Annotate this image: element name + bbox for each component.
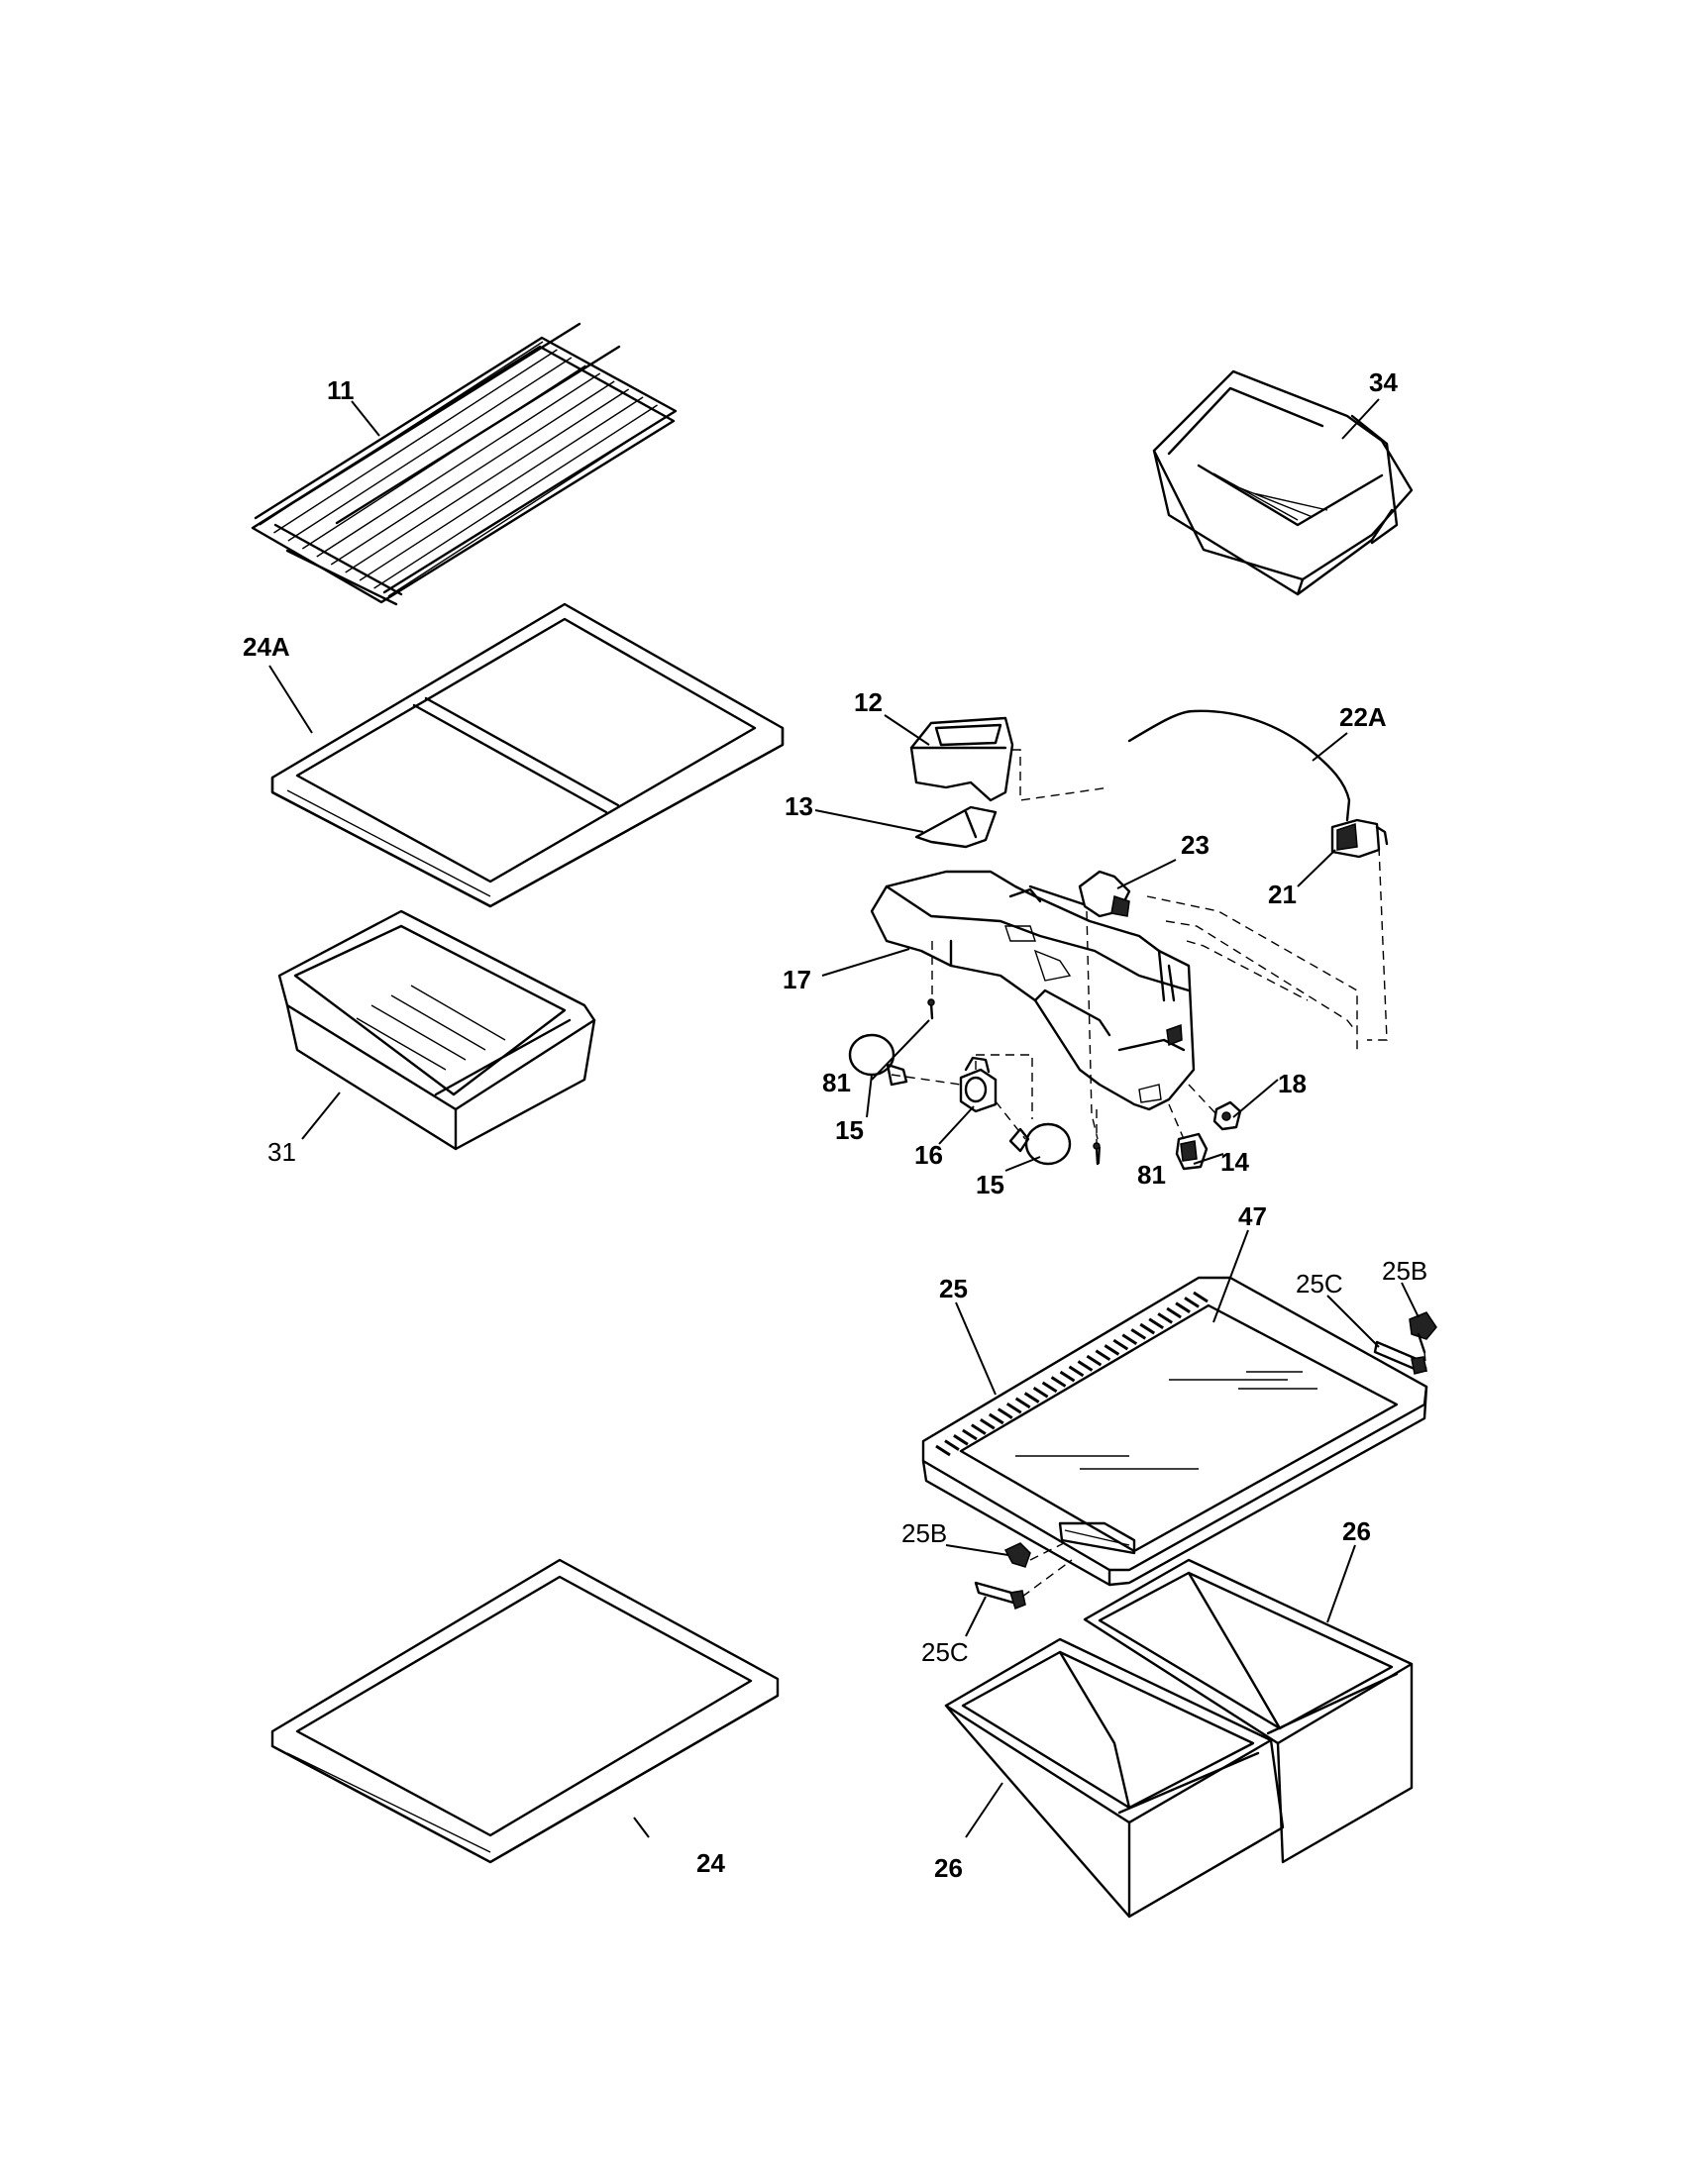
shelf-wire [287,357,573,542]
shelf-wire [316,372,601,558]
part-26-crisper-right [1083,1558,1414,1864]
vent-slot [1041,1381,1058,1394]
vent-slot [944,1439,960,1451]
part-13-damper [914,805,998,849]
label-11: 11 [327,375,355,405]
label-12: 12 [854,687,883,717]
assembly-dashed-lines-lower [1021,1351,1427,1598]
label-25C-top: 25C [1296,1269,1343,1299]
part-31-pan [277,909,596,1151]
part-16-socket [959,1056,998,1113]
vent-slot [1077,1360,1094,1372]
part-24-glass-shelf [270,1558,780,1864]
label-25B-top: 25B [1382,1256,1427,1286]
label-81a: 81 [822,1068,851,1097]
label-17: 17 [783,965,811,994]
label-14: 14 [1220,1147,1249,1177]
label-24A: 24A [243,632,290,662]
vent-slot [1059,1370,1076,1383]
vent-slot [935,1444,951,1457]
shelf-wire [387,412,673,597]
leader-lines [268,398,1420,1838]
vent-slot [962,1428,978,1441]
part-22A-wire-harness [1127,709,1351,822]
label-23: 23 [1181,830,1210,860]
part-17-housing [870,870,1196,1111]
vent-slot [1023,1392,1040,1404]
vent-slot [1148,1317,1164,1329]
part-25C-bottom [974,1581,1026,1610]
shelf-wire [359,396,644,581]
shelf-wire [373,404,658,589]
part-14-clip [1175,1132,1209,1171]
vent-slot [1112,1338,1129,1351]
vent-slot [1184,1297,1200,1308]
label-25B-bottom: 25B [901,1518,947,1548]
label-34: 34 [1369,367,1398,397]
vent-slot [1014,1397,1031,1409]
vent-slot [953,1434,969,1446]
vent-slot [971,1423,987,1435]
vent-slot [1193,1291,1209,1303]
vent-slot [1121,1333,1138,1346]
vent-slot [1086,1354,1103,1367]
vent-slot [997,1407,1013,1419]
vent-slot [1032,1386,1049,1399]
part-labels: 11 34 24A 12 22A 13 23 21 17 81 18 15 16… [243,367,1427,1883]
part-81-screw-a [927,998,935,1020]
label-15b: 15 [976,1170,1004,1199]
label-15a: 15 [835,1115,864,1145]
part-24A-crisper-cover [270,602,785,908]
shelf-wire [330,380,615,566]
part-12-bracket [909,716,1014,802]
label-26-bottom: 26 [934,1853,963,1883]
vent-slot [1050,1376,1067,1388]
vent-slot [1139,1322,1156,1335]
label-21: 21 [1268,880,1297,909]
part-25-shelf [921,1276,1428,1587]
vent-slot [1095,1349,1111,1362]
part-18-knob [1212,1100,1242,1131]
part-34-ice-bin [1152,369,1414,596]
label-18: 18 [1278,1069,1307,1098]
part-15-bulb-right [1008,1122,1072,1166]
vent-slot [1005,1402,1022,1414]
vent-slot [988,1412,1004,1425]
label-81b: 81 [1137,1160,1166,1190]
part-26-crisper-left [944,1637,1285,1919]
part-25B-bottom [1003,1542,1031,1568]
vent-slots [935,1291,1209,1457]
part-11-wire-shelf [251,322,678,606]
part-15-bulb-left [848,1033,908,1087]
shelf-wire [273,349,558,534]
vent-slot [1166,1306,1182,1319]
label-16: 16 [914,1140,943,1170]
label-13: 13 [785,791,813,821]
label-25C-bottom: 25C [921,1637,969,1667]
assembly-dashed-lines-upper [891,749,1388,1144]
shelf-wire [345,388,630,573]
label-25: 25 [939,1274,968,1303]
vent-slot [1068,1365,1085,1378]
vent-slot [980,1418,996,1430]
part-23-switch [1078,870,1131,918]
vent-slot [1104,1344,1120,1356]
vent-slot [1130,1328,1147,1340]
part-25B-top [1409,1311,1437,1354]
label-22A: 22A [1339,702,1387,732]
label-31: 31 [267,1137,296,1167]
vent-slot [1157,1312,1173,1324]
label-24: 24 [696,1848,725,1878]
label-26-top: 26 [1342,1516,1371,1546]
vent-slot [1175,1301,1191,1313]
label-47: 47 [1238,1201,1267,1231]
part-25C-top [1373,1340,1427,1375]
